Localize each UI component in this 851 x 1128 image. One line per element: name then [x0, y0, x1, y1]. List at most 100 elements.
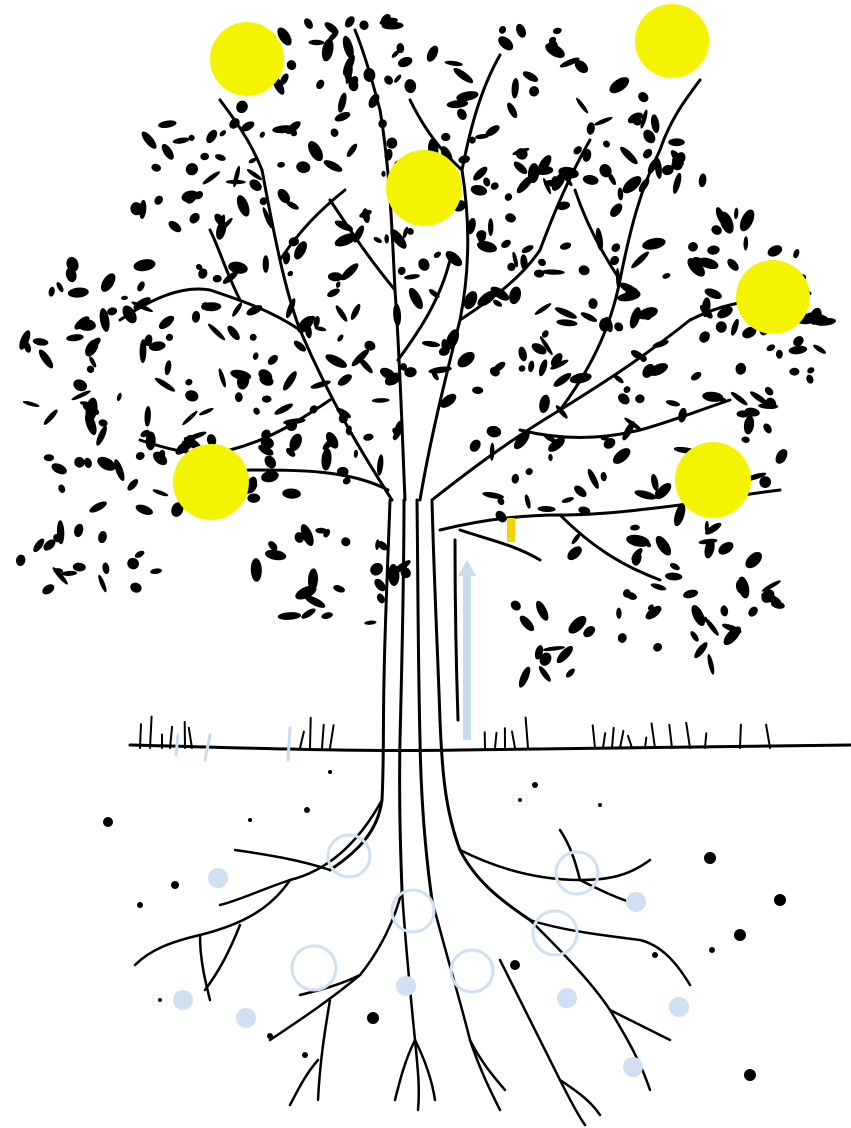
leaf	[517, 665, 533, 689]
leaf	[384, 234, 389, 244]
grass-blade	[526, 718, 528, 749]
leaf	[152, 488, 169, 498]
leaf	[150, 568, 163, 575]
leaf	[250, 558, 262, 582]
leaf	[533, 599, 550, 622]
leaf	[248, 332, 258, 342]
leaf	[364, 620, 377, 625]
leaf	[630, 524, 640, 531]
leaf	[537, 257, 548, 267]
soil-particles	[103, 770, 786, 1081]
leaf	[102, 562, 111, 575]
leaf	[472, 386, 483, 394]
leaf	[482, 177, 491, 188]
leaf	[500, 238, 513, 250]
leaf	[521, 69, 540, 84]
leaf	[300, 607, 317, 621]
grass-blade	[686, 723, 690, 748]
leaf	[443, 248, 465, 269]
soil-dot	[734, 929, 746, 941]
leaf	[533, 302, 552, 317]
leaf	[564, 667, 576, 679]
root-ring	[392, 890, 434, 932]
leaf	[326, 287, 341, 299]
leaf	[720, 605, 729, 617]
soil-dot	[744, 1069, 756, 1081]
leaf	[247, 493, 260, 503]
nutrient-dot	[669, 997, 689, 1017]
leaf	[332, 584, 346, 594]
leaf	[607, 74, 632, 97]
leaf	[650, 114, 661, 134]
soil-dot	[652, 952, 658, 958]
soil-dot	[532, 782, 538, 788]
leaf	[635, 394, 646, 404]
grass-tufts	[140, 717, 770, 748]
nutrient-dot	[396, 976, 416, 996]
leaf	[669, 562, 681, 572]
leaf	[382, 74, 395, 87]
leaf	[475, 229, 488, 241]
leaf	[353, 450, 358, 459]
leaf	[743, 236, 748, 251]
leaf	[766, 243, 784, 259]
small-yellow-marker	[507, 518, 515, 542]
leaf	[600, 472, 607, 482]
leaf	[393, 74, 403, 84]
leaf	[486, 425, 503, 439]
leaf	[741, 436, 750, 444]
leaf	[582, 174, 599, 186]
leaf	[618, 145, 640, 167]
leaf	[528, 85, 541, 98]
soil-dot	[304, 807, 310, 813]
leaf	[565, 544, 585, 563]
leaf	[159, 142, 176, 162]
leaf	[512, 159, 530, 176]
leaf	[98, 418, 109, 427]
grass-blade	[669, 725, 672, 748]
leaf	[742, 549, 765, 571]
leaf	[57, 483, 66, 494]
leaf	[668, 138, 685, 146]
soil-dot	[367, 1012, 379, 1024]
nutrient-dot	[236, 1008, 256, 1028]
leaf	[121, 296, 128, 301]
ground-line	[130, 745, 851, 751]
grass-blade	[645, 738, 646, 748]
leaf	[671, 172, 683, 195]
leaf	[198, 407, 214, 417]
leaf	[116, 392, 123, 401]
leaf	[235, 392, 243, 402]
leaf	[736, 575, 751, 599]
leaf	[687, 241, 700, 253]
leaf	[537, 665, 553, 684]
leaf	[580, 310, 599, 324]
leaf	[743, 415, 756, 435]
leaf	[689, 603, 708, 628]
leaf	[451, 66, 475, 86]
leaf	[397, 55, 414, 69]
fruit	[210, 22, 284, 96]
nutrient-dot	[557, 988, 577, 1008]
grass-blade	[603, 733, 605, 748]
leaf	[737, 207, 757, 233]
leaf	[166, 219, 183, 235]
leaf	[735, 362, 747, 375]
leaf	[616, 391, 632, 407]
leaf	[285, 58, 298, 71]
leaf	[204, 128, 219, 145]
leaf	[689, 370, 702, 382]
soil-dot	[171, 881, 179, 889]
leaf	[164, 332, 174, 342]
leaf	[496, 34, 516, 54]
leaf	[97, 530, 108, 544]
leaf	[792, 248, 800, 259]
leaf	[153, 194, 165, 206]
leaf	[372, 398, 390, 403]
leaf	[729, 390, 749, 407]
leaf	[88, 499, 109, 515]
leaf	[725, 257, 741, 273]
leaf	[608, 201, 625, 219]
leaf	[134, 503, 154, 518]
leaf	[308, 40, 324, 46]
